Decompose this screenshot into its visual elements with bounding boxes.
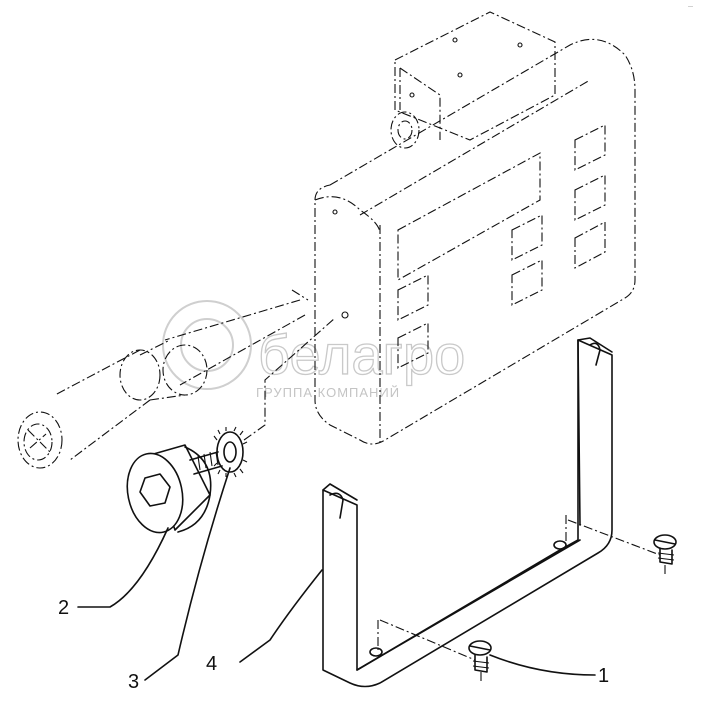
leader-2 <box>77 527 169 608</box>
callout-leaders <box>77 467 596 681</box>
bracket-part-4 <box>322 337 613 688</box>
screw-part-1-bottom <box>379 619 492 682</box>
knob-part-2 <box>126 444 223 534</box>
leader-3 <box>144 467 231 681</box>
screw-part-1-right <box>567 519 677 575</box>
callout-1: 1 <box>598 665 609 687</box>
watermark-subtitle: ГРУППА КОМПАНИЙ <box>256 385 400 400</box>
callout-2: 2 <box>58 597 69 619</box>
callout-3: 3 <box>128 671 139 693</box>
leader-4 <box>239 569 323 663</box>
lock-washer-part-3 <box>213 426 248 478</box>
washer-leader-line <box>243 317 336 441</box>
watermark-brand: белагро <box>258 323 465 386</box>
corner-mark: — <box>688 4 693 10</box>
callout-4: 4 <box>206 653 217 675</box>
watermark: белагро ГРУППА КОМПАНИЙ <box>162 300 466 400</box>
watermark-logo-ring <box>162 300 252 390</box>
connector-plug <box>17 289 309 469</box>
leader-1 <box>489 654 596 676</box>
display-unit <box>314 11 636 445</box>
